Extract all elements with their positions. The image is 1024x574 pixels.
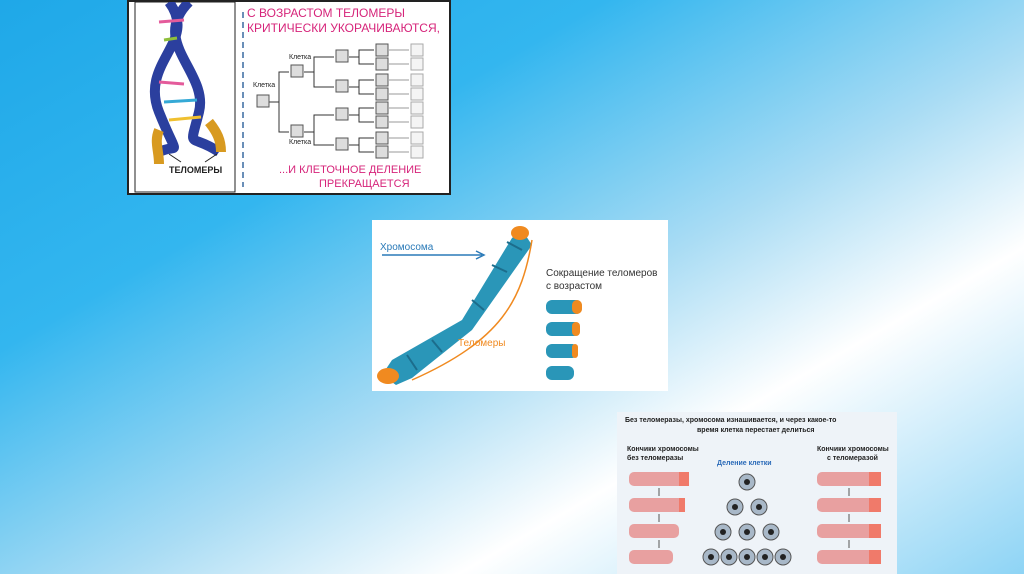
shortening-line1: Сокращение теломеров <box>546 268 657 279</box>
cell-label-upper: Клетка <box>289 54 311 61</box>
panel2-telomeres-label: Теломеры <box>458 338 505 349</box>
cell-label-root: Клетка <box>253 82 275 89</box>
right-label-line2: с теломеразой <box>827 455 878 462</box>
left-label-line2: без теломеразы <box>627 455 683 462</box>
telomeres-label: ТЕЛОМЕРЫ <box>169 165 222 175</box>
panel1-title-line2: КРИТИЧЕСКИ УКОРАЧИВАЮТСЯ, <box>247 21 440 35</box>
shortening-line2: с возрастом <box>546 281 602 292</box>
panel1-bottom-line1: ...И КЛЕТОЧНОЕ ДЕЛЕНИЕ <box>279 164 421 176</box>
chromosome-panel: Хромосома Теломеры Сокращение теломеров … <box>372 220 668 391</box>
telomere-shortening-panel: С ВОЗРАСТОМ ТЕЛОМЕРЫ КРИТИЧЕСКИ УКОРАЧИВ… <box>127 0 451 195</box>
center-label: Деление клетки <box>717 460 772 467</box>
right-label-line1: Кончики хромосомы <box>817 446 889 453</box>
cell-label-lower: Клетка <box>289 139 311 146</box>
left-label-line1: Кончики хромосомы <box>627 446 699 453</box>
panel3-heading-line2: время клетка перестает делиться <box>697 427 814 434</box>
panel1-title-line1: С ВОЗРАСТОМ ТЕЛОМЕРЫ <box>247 6 405 20</box>
telomerase-panel: Без теломеразы, хромосома изнашивается, … <box>617 412 897 574</box>
cell-division-diagram <box>617 412 897 574</box>
chromosome-label: Хромосома <box>380 242 433 253</box>
panel1-bottom-line2: ПРЕКРАЩАЕТСЯ <box>319 178 410 190</box>
panel3-heading-line1: Без теломеразы, хромосома изнашивается, … <box>625 417 836 424</box>
